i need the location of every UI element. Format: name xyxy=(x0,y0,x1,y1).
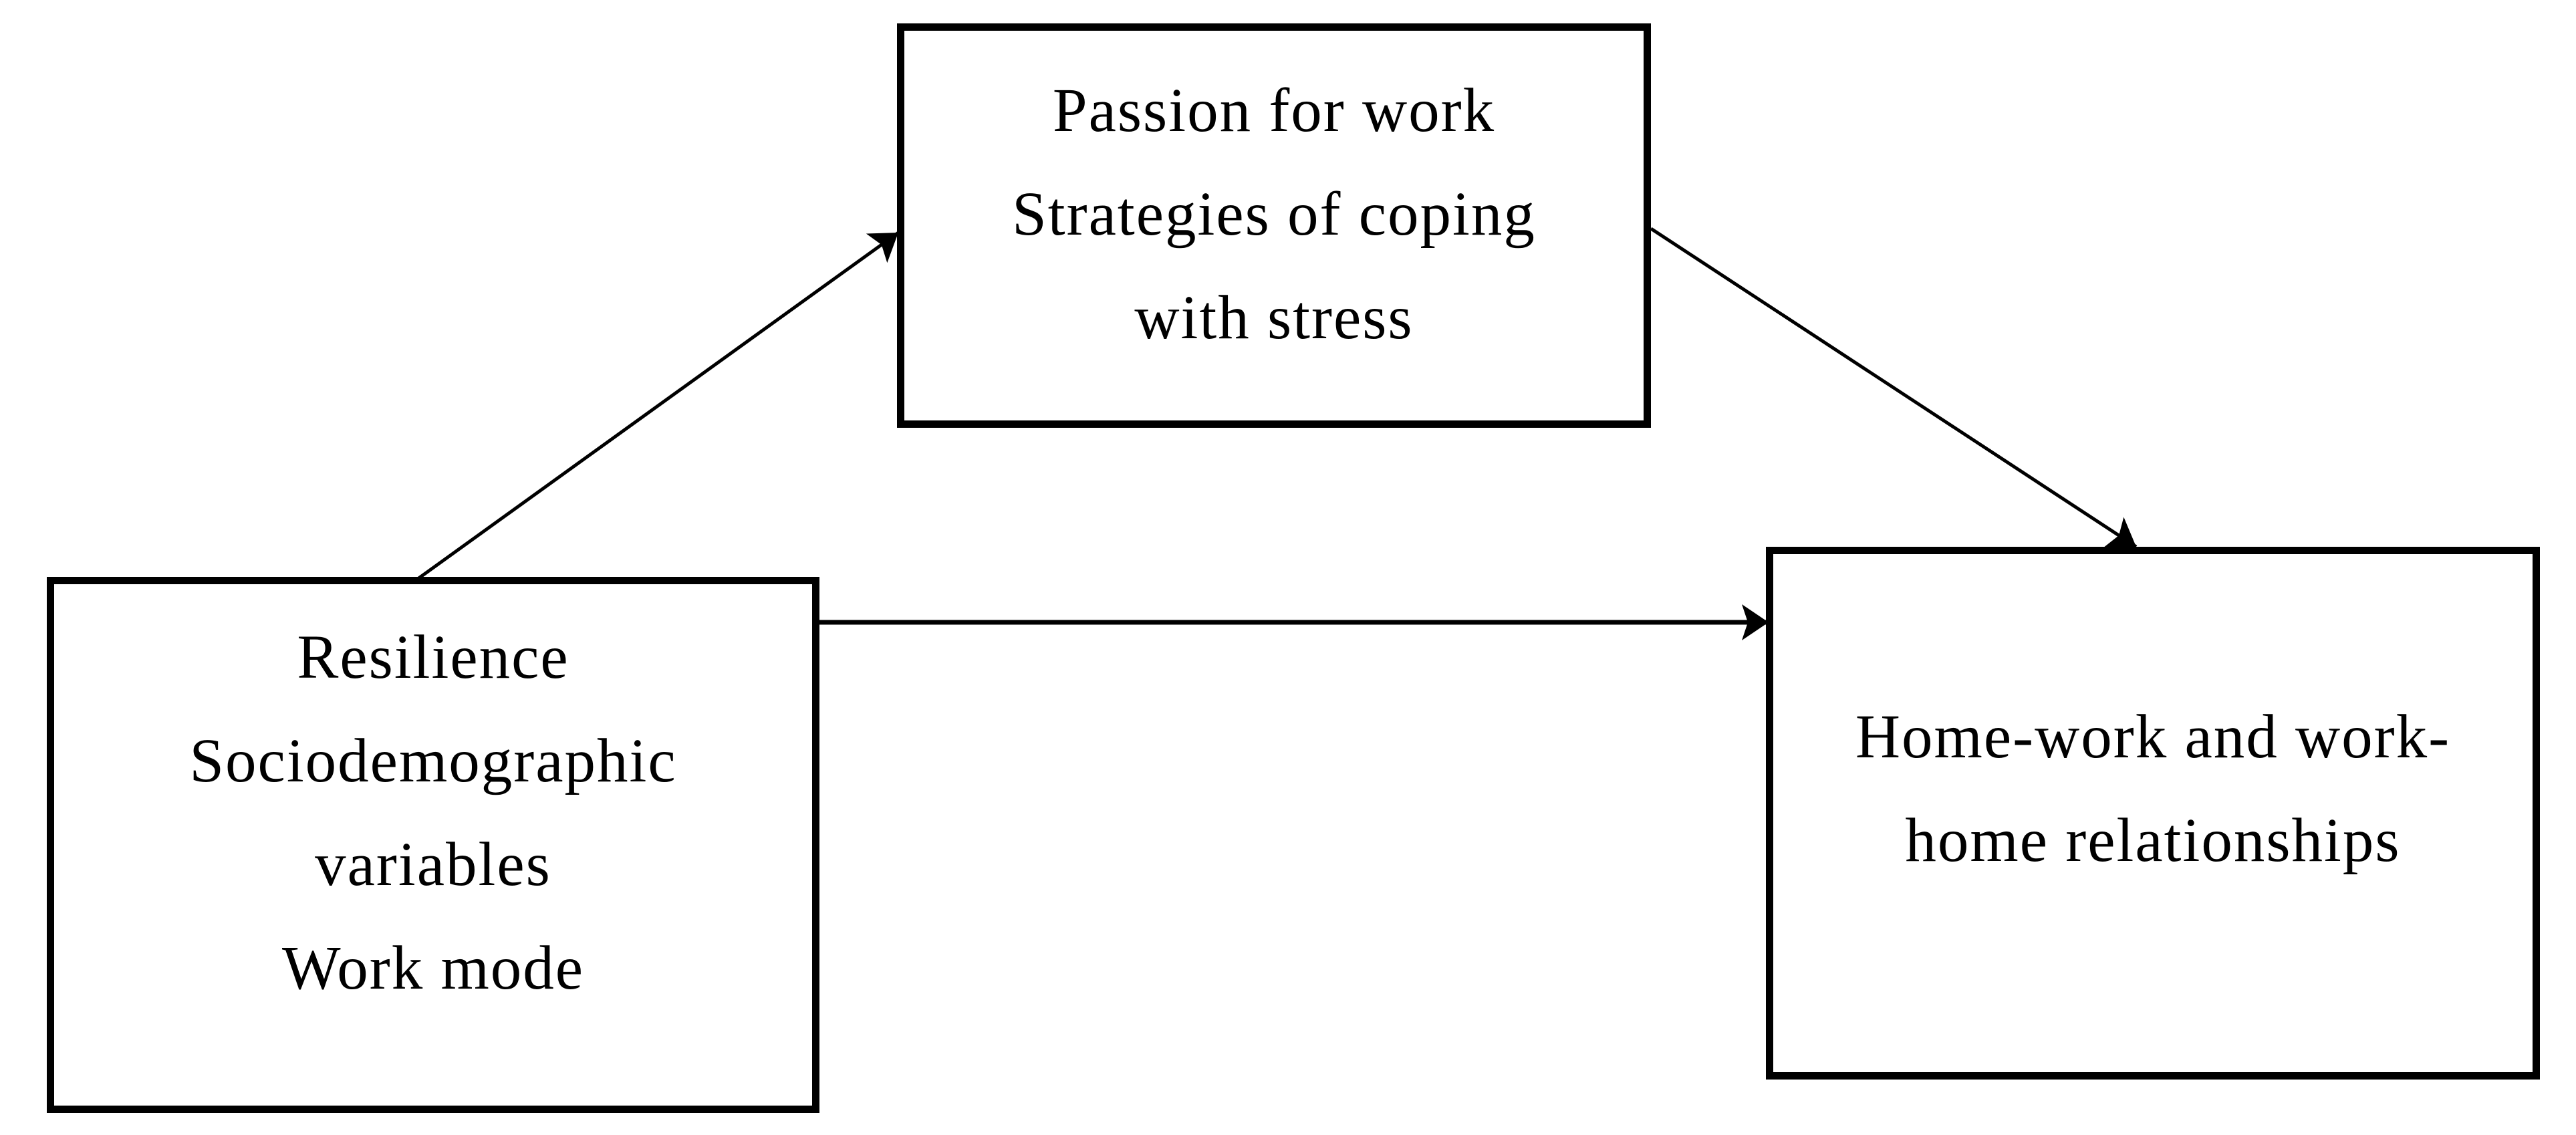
predictors-line: variables xyxy=(315,830,551,899)
arrow-predictors-to-mediators xyxy=(416,231,900,581)
predictors-line: Sociodemographic xyxy=(189,727,677,795)
predictors-line: Resilience xyxy=(297,623,569,692)
mediators-line: with stress xyxy=(1134,283,1414,352)
outcome-box: Home-work and work- home relationships xyxy=(1766,547,2540,1080)
predictors-box: Resilience Sociodemographic variables Wo… xyxy=(47,577,819,1113)
arrow-mediators-to-outcome xyxy=(1650,227,2138,549)
predictors-box-text: Resilience Sociodemographic variables Wo… xyxy=(54,606,812,1020)
outcome-line: Home-work and work- xyxy=(1855,703,2451,771)
predictors-line: Work mode xyxy=(281,934,585,1003)
outcome-line: home relationships xyxy=(1905,806,2401,875)
outcome-box-text: Home-work and work- home relationships xyxy=(1773,685,2533,892)
mediators-box-text: Passion for work Strategies of coping wi… xyxy=(904,59,1644,370)
mediators-box: Passion for work Strategies of coping wi… xyxy=(897,23,1651,428)
mediators-line: Passion for work xyxy=(1052,76,1496,145)
mediators-line: Strategies of coping xyxy=(1012,180,1536,249)
